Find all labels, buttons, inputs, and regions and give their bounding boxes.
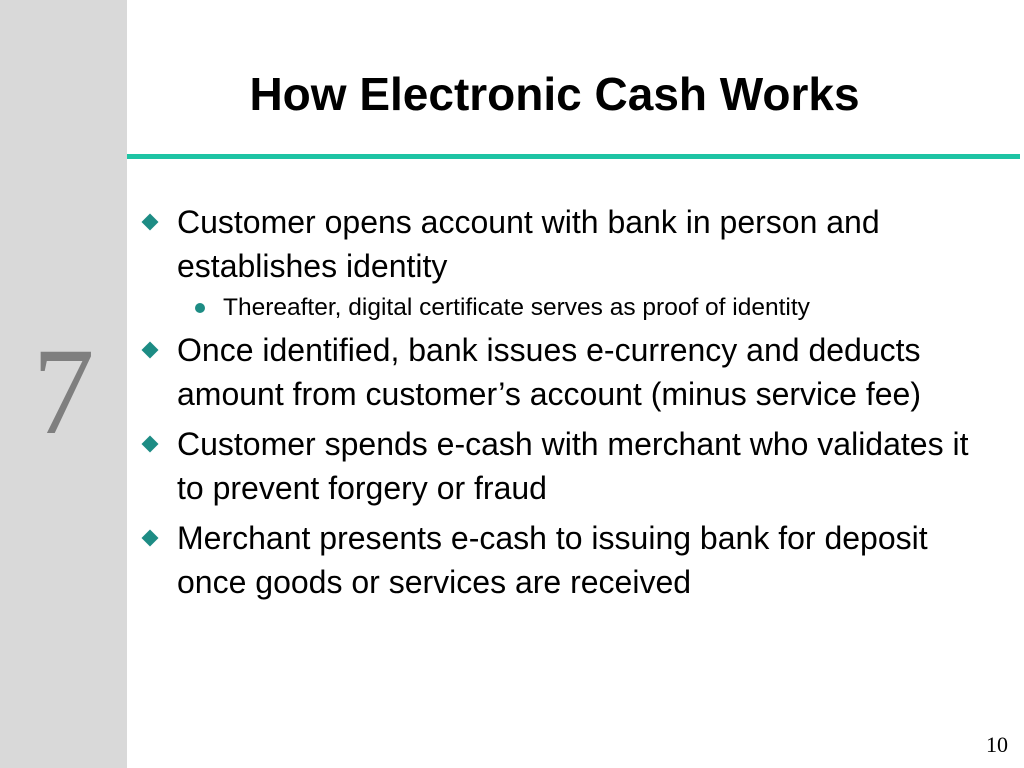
bullet-text: Customer opens account with bank in pers…: [177, 204, 880, 284]
chapter-number: 7: [32, 323, 95, 460]
bullet-text: Merchant presents e-cash to issuing bank…: [177, 520, 928, 600]
dot-bullet-icon: [195, 303, 205, 313]
page-number: 10: [986, 732, 1008, 757]
diamond-bullet-icon: [141, 435, 159, 453]
bullet-text: Once identified, bank issues e-currency …: [177, 332, 921, 412]
slide-title: How Electronic Cash Works: [249, 68, 860, 120]
diamond-bullet-icon: [141, 213, 159, 231]
title-divider: [127, 154, 1020, 159]
bullet-item: Once identified, bank issues e-currency …: [141, 328, 992, 416]
sub-bullet-text: Thereafter, digital certificate serves a…: [223, 294, 810, 321]
bullet-list: Customer opens account with bank in pers…: [141, 200, 992, 610]
bullet-text: Customer spends e-cash with merchant who…: [177, 426, 969, 506]
bullet-item: Customer spends e-cash with merchant who…: [141, 422, 992, 510]
bullet-item: Customer opens account with bank in pers…: [141, 200, 992, 288]
bullet-item: Merchant presents e-cash to issuing bank…: [141, 516, 992, 604]
diamond-bullet-icon: [141, 341, 159, 359]
diamond-bullet-icon: [141, 529, 159, 547]
sub-bullet-item: Thereafter, digital certificate serves a…: [142, 290, 992, 326]
chapter-sidebar: 7: [0, 0, 127, 768]
